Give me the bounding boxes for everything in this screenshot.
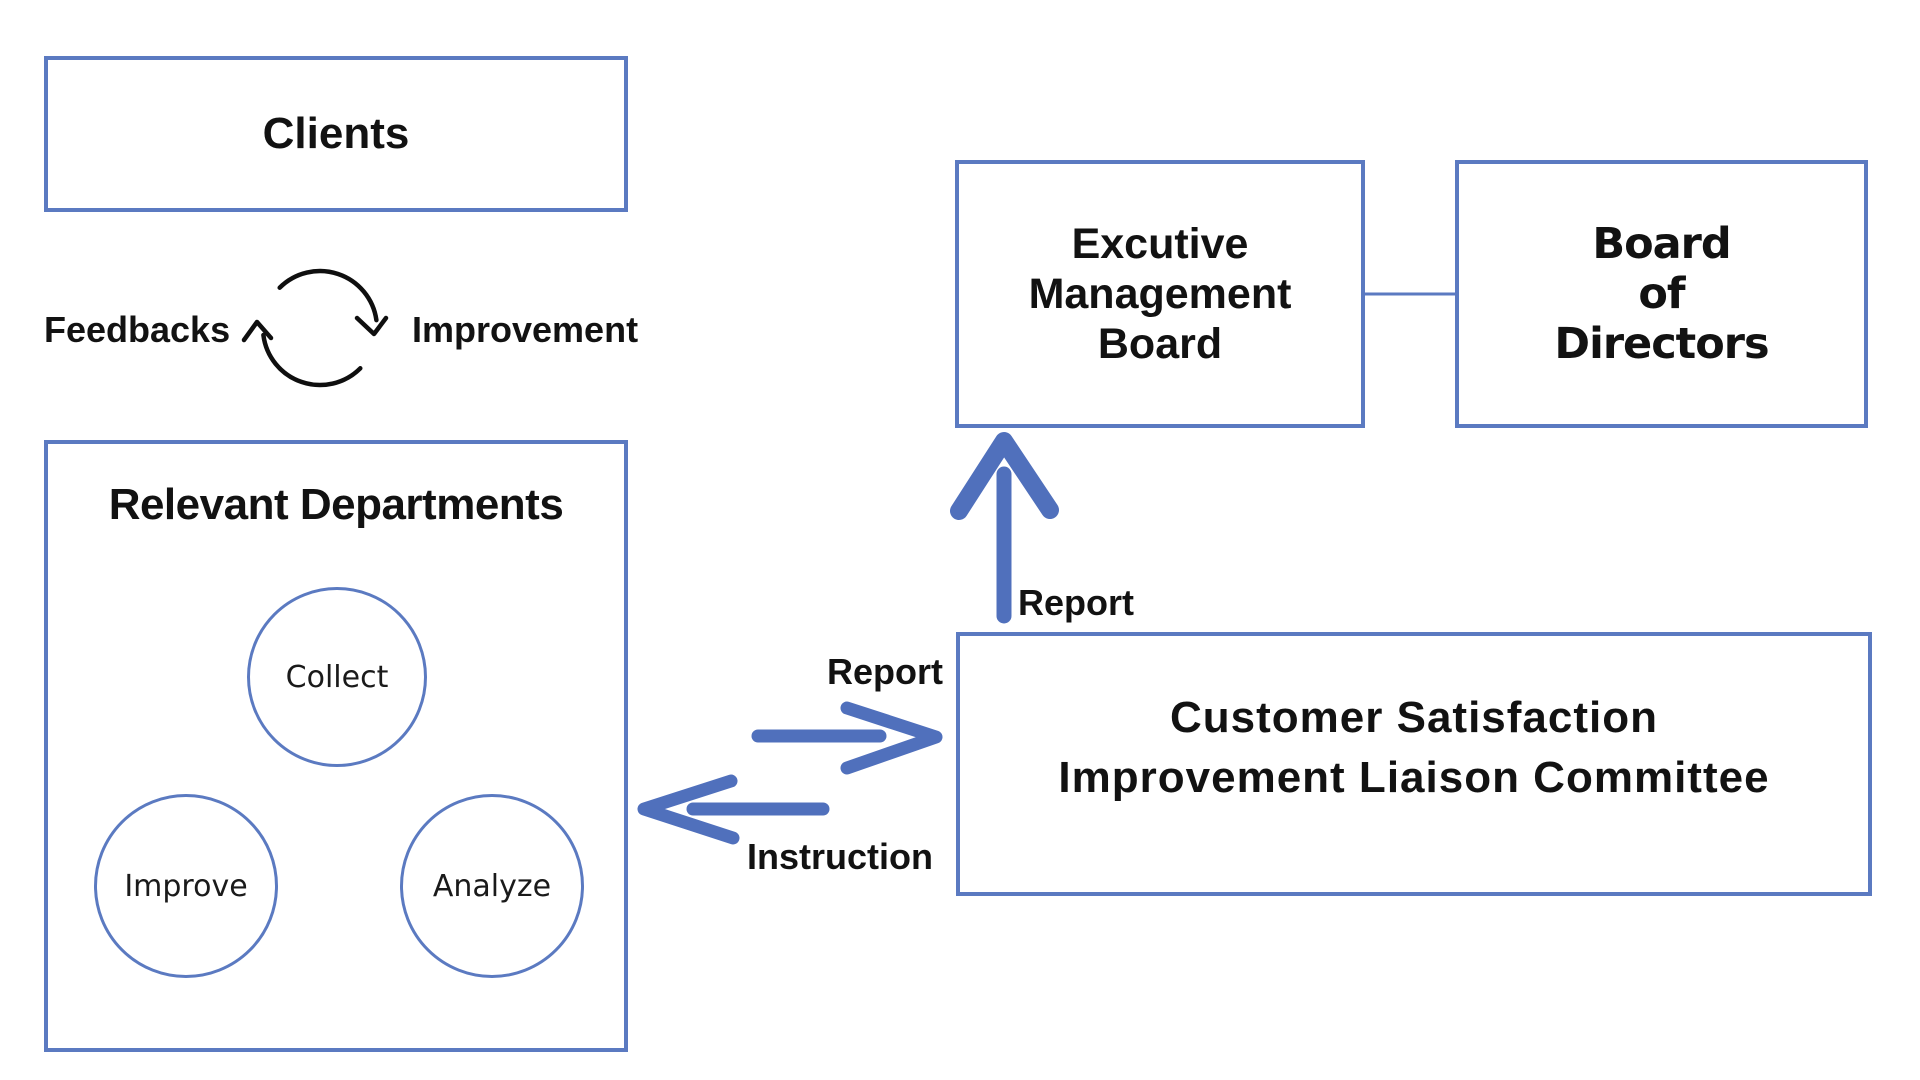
relevant-departments-box: Relevant Departments Collect Improve Ana… [44, 440, 628, 1052]
improve-circle-label: Improve [124, 868, 248, 904]
instruction-label: Instruction [747, 836, 933, 877]
report-to-committee-label: Report [827, 651, 943, 692]
report-to-board-label: Report [1018, 582, 1134, 623]
clients-box: Clients [44, 56, 628, 212]
report-right-arrow-icon [751, 701, 943, 775]
executive-management-board-label: Excutive Management Board [1028, 220, 1292, 368]
collect-circle: Collect [247, 587, 427, 767]
relevant-departments-title: Relevant Departments [108, 480, 564, 529]
executive-management-board-box: Excutive Management Board [955, 160, 1365, 428]
collect-circle-label: Collect [285, 659, 389, 695]
board-of-directors-box: Board of Directors [1455, 160, 1868, 428]
instruction-left-arrow-icon [637, 774, 830, 845]
report-up-arrow-icon [950, 432, 1059, 624]
clients-box-label: Clients [262, 109, 410, 158]
improvement-label: Improvement [412, 309, 639, 350]
improve-circle: Improve [94, 794, 278, 978]
feedbacks-label: Feedbacks [44, 309, 231, 350]
liaison-committee-label: Customer Satisfaction Improvement Liaiso… [1058, 693, 1770, 802]
cycle-arrows-icon [241, 268, 389, 388]
liaison-committee-box: Customer Satisfaction Improvement Liaiso… [956, 632, 1872, 896]
analyze-circle: Analyze [400, 794, 584, 978]
board-of-directors-label: Board of Directors [1554, 219, 1769, 369]
analyze-circle-label: Analyze [432, 868, 552, 904]
